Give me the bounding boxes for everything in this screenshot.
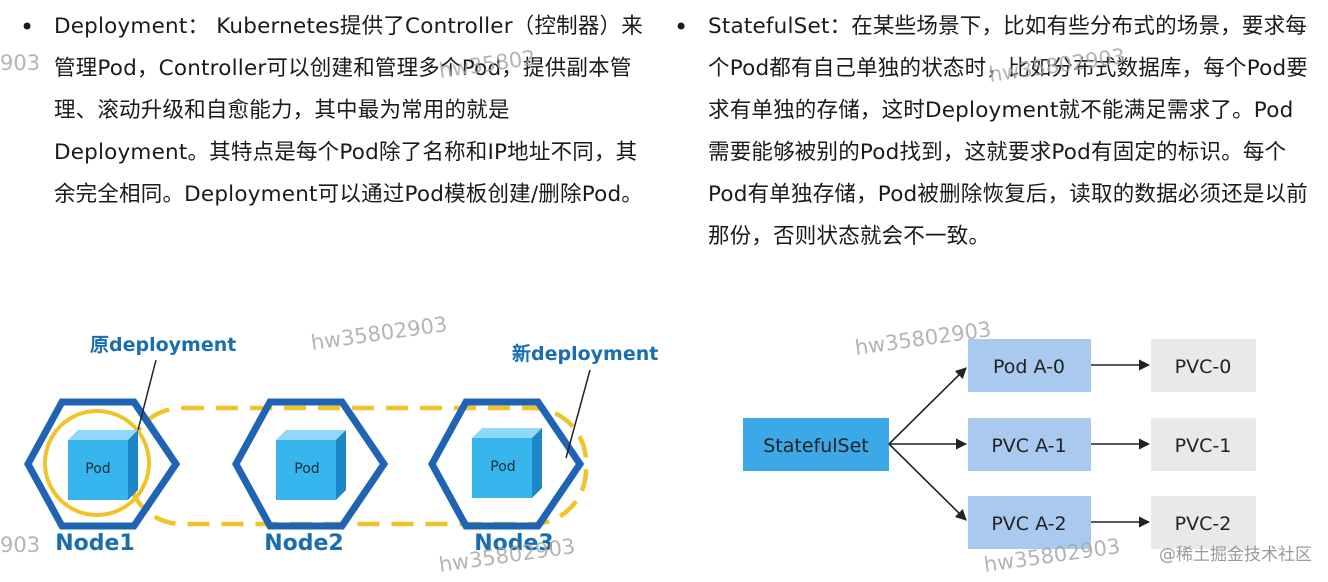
site-credit: @稀土掘金技术社区 [1159, 545, 1312, 565]
old-deployment-pointer [137, 359, 157, 431]
pvc-a1-label: PVC A-1 [991, 435, 1066, 457]
watermark: hw35802903 [309, 312, 448, 355]
pvc-2-label: PVC-2 [1175, 513, 1232, 535]
arrow-to-pvc-a2 [888, 443, 967, 521]
old-deployment-label: 原deployment [90, 334, 236, 356]
new-deployment-pointer [565, 369, 591, 459]
deployment-diagram: Pod Node1 Pod Node2 Pod Node3 [24, 334, 658, 556]
pvc-a2-box [968, 496, 1091, 549]
pvc-a1-box [968, 418, 1091, 471]
pod-label: Pod [85, 461, 110, 477]
new-deployment-label: 新deployment [512, 342, 658, 365]
pod-cube [68, 430, 138, 500]
pvc-1-label: PVC-1 [1175, 435, 1232, 457]
pvc-2-box [1151, 496, 1256, 549]
statefulset-paragraph: StatefulSet：在某些场景下，比如有些分布式的场景，要求每个Pod都有自… [708, 14, 1309, 249]
pvc-1-box [1151, 418, 1256, 471]
node-label: Node3 [474, 531, 554, 556]
node-label: Node1 [55, 531, 135, 556]
watermark: 903 [0, 51, 40, 75]
statefulset-diagram: StatefulSet Pod A-0 PVC A-1 PVC A-2 PVC-… [743, 339, 1256, 549]
pod-label: Pod [294, 461, 319, 477]
statefulset-box [743, 418, 889, 471]
node-3: Pod Node3 [428, 398, 585, 556]
watermarks: hw35802903 hw35802903 hw35802903 hw35802… [0, 44, 1127, 577]
pvc-0-box [1151, 339, 1256, 392]
pod-cube [472, 428, 542, 498]
node-1: Pod Node1 [24, 398, 181, 556]
bullet-row-deployment: • Deployment： Kubernetes提供了Controller（控制… [18, 6, 658, 216]
pod-label: Pod [490, 459, 515, 475]
old-deployment-circle [43, 409, 151, 517]
node-2: Pod Node2 [232, 398, 389, 556]
pod-a0-label: Pod A-0 [993, 356, 1065, 378]
node-label: Node2 [264, 531, 344, 556]
node-hexagon [232, 398, 389, 530]
watermark: 903 [0, 533, 40, 557]
watermark: hw35802 [437, 46, 537, 83]
bullet-marker: • [20, 13, 35, 41]
deployment-paragraph: Deployment： Kubernetes提供了Controller（控制器）… [53, 14, 644, 207]
deployment-description: • Deployment： Kubernetes提供了Controller（控制… [18, 6, 658, 216]
statefulset-description: • StatefulSet：在某些场景下，比如有些分布式的场景，要求每个Pod都… [672, 6, 1312, 258]
pod-cube [276, 430, 346, 500]
bullet-marker: • [674, 13, 689, 41]
statefulset-box-label: StatefulSet [763, 435, 869, 457]
pod-a0-box [968, 339, 1091, 392]
arrow-to-pod-a0 [888, 367, 967, 445]
node-hexagon [24, 398, 181, 530]
pvc-0-label: PVC-0 [1175, 356, 1232, 378]
pvc-a2-label: PVC A-2 [991, 513, 1066, 535]
node-hexagon [428, 398, 585, 530]
bullet-row-statefulset: • StatefulSet：在某些场景下，比如有些分布式的场景，要求每个Pod都… [672, 6, 1312, 258]
